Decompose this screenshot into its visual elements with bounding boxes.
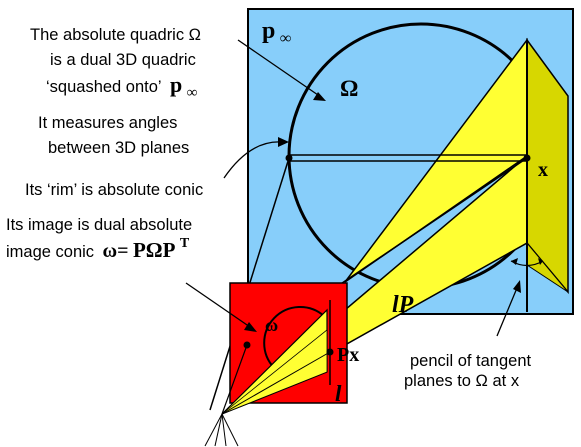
rim-text: Its ‘rim’ is absolute conic <box>25 181 203 199</box>
measures-text-line1: It measures angles <box>38 114 177 132</box>
image-rim-point <box>243 341 251 349</box>
pencil-arrow-left <box>511 258 518 265</box>
pencil-arrow-right <box>538 258 543 265</box>
leader-quadric-head <box>313 92 326 101</box>
rim-point <box>285 154 293 162</box>
quadric-text-line3-sub: ∞ <box>187 85 198 101</box>
ray-image-conic <box>221 344 248 415</box>
quadric-text-line3: ‘squashed onto’ p ∞ <box>46 72 198 101</box>
label-p-infinity-symbol: p <box>262 18 275 44</box>
label-lP: lP <box>392 292 414 318</box>
image-conic-text-superscript: T <box>180 236 190 251</box>
label-lP-text: lP <box>392 292 414 318</box>
leader-pencil <box>496 287 518 337</box>
quadric-text-line2: is a dual 3D quadric <box>50 51 196 69</box>
leader-pencil-head <box>513 280 521 293</box>
point-Px <box>326 348 334 356</box>
quadric-text-line1: The absolute quadric Ω <box>30 26 201 44</box>
leader-rim <box>223 141 283 179</box>
leader-image-conic <box>185 282 251 328</box>
image-conic-text-prefix: image conic <box>6 243 94 261</box>
ray-lower <box>221 351 331 415</box>
pencil-text-line2: planes to Ω at x <box>404 372 520 390</box>
label-p-infinity: p ∞ <box>262 18 291 47</box>
camera-ray-4 <box>221 413 239 447</box>
pencil-text-line1: pencil of tangent <box>410 352 532 370</box>
image-conic-text-line2: image conic ω= PΩP T <box>6 236 190 262</box>
leader-image-conic-head <box>244 322 257 332</box>
camera-ray-3 <box>221 413 227 447</box>
camera-ray-1 <box>204 413 223 447</box>
camera-ray-2 <box>214 413 223 447</box>
label-Px: Px <box>337 344 359 366</box>
label-omega-upper: Ω <box>340 76 358 101</box>
image-conic-text-formula: PΩP <box>133 238 176 262</box>
image-conic-text-line1: Its image is dual absolute <box>6 216 192 234</box>
quadric-text-line3-symbol: p <box>170 72 182 97</box>
label-x: x <box>538 159 548 181</box>
point-x <box>523 154 531 162</box>
label-p-infinity-sub: ∞ <box>280 30 291 47</box>
quadric-text-line3-prefix: ‘squashed onto’ <box>46 78 162 96</box>
label-omega-lower: ω <box>265 315 278 335</box>
leader-rim-head <box>278 137 289 147</box>
leader-quadric <box>237 39 319 96</box>
image-conic-text-omega: ω= <box>103 240 129 262</box>
measures-text-line2: between 3D planes <box>48 139 189 157</box>
label-l: l <box>335 381 342 406</box>
